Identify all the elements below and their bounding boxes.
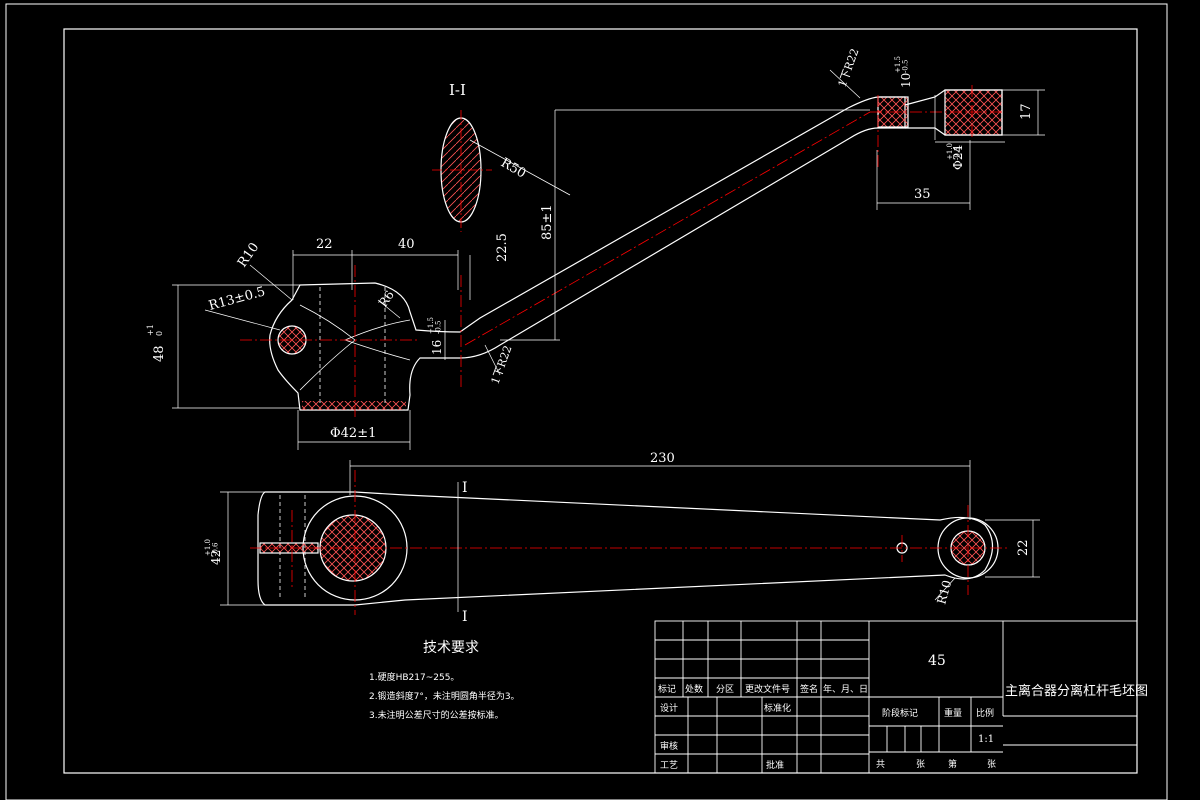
drawing-title: 主离合器分离杠杆毛坯图: [1005, 683, 1148, 699]
dim-phi24-tol: +1.0-0.5: [946, 143, 962, 160]
tb-mark: 标记: [658, 683, 676, 695]
dim-48-tol: +10: [146, 324, 164, 336]
title-block-text: 45 主离合器分离杠杆毛坯图 标记 处数 分区 更改文件号 签名 年、月、日 设…: [658, 653, 1148, 771]
dim-22-5: 22.5: [495, 233, 510, 262]
outer-frame: [5, 3, 1168, 800]
inner-frame: [63, 28, 1138, 774]
dim-22: 22: [316, 237, 333, 252]
title-block: [654, 620, 1138, 774]
tb-design: 设计: [660, 702, 678, 714]
tb-zone: 分区: [716, 684, 734, 695]
tb-weight: 重量: [944, 707, 962, 719]
dim-35: 35: [914, 187, 931, 202]
tb-review: 审核: [660, 740, 678, 752]
dim-phi42: Φ42±1: [330, 426, 376, 441]
dim-r10-top: R10: [235, 240, 262, 270]
front-view: [269, 89, 1003, 411]
tech-requirements: 技术要求 1.硬度HB217~255。 2.锻造斜度7°，未注明圆角半径为3。 …: [369, 640, 520, 721]
tb-approve: 批准: [766, 759, 784, 771]
dim-48: 48: [152, 345, 167, 362]
dim-42-tol: +1.0-0.6: [204, 539, 220, 556]
dim-r13: R13±0.5: [207, 284, 267, 313]
tb-count: 处数: [685, 683, 703, 695]
dim-10-tol: +1.5-0.5: [894, 56, 910, 73]
tb-change-doc: 更改文件号: [745, 683, 790, 695]
dim-16: 16: [430, 340, 444, 355]
plan-view: [257, 491, 999, 606]
section-mark-top: I: [462, 480, 468, 496]
tech-req-title: 技术要求: [423, 640, 479, 656]
tb-date: 年、月、日: [823, 683, 868, 695]
section-title: I-I: [449, 81, 466, 99]
front-centerlines: [240, 85, 1005, 420]
plan-dimensions: [220, 460, 1040, 612]
dim-16-tol: +1.5-0.5: [427, 317, 443, 334]
material: 45: [928, 653, 946, 669]
tb-sign: 签名: [800, 683, 818, 695]
dim-42: 42: [209, 550, 223, 565]
dim-85: 85±1: [540, 204, 555, 240]
tech-req-3: 3.未注明公差尺寸的公差按标准。: [369, 709, 504, 721]
front-dimensions: [172, 69, 1045, 450]
dim-10: 10: [899, 73, 913, 88]
dim-40: 40: [398, 237, 415, 252]
tech-req-2: 2.锻造斜度7°，未注明圆角半径为3。: [369, 690, 520, 702]
dim-r6: R6: [376, 288, 397, 310]
tb-scale-label: 比例: [976, 707, 994, 719]
tb-sheet-w1: 张: [916, 759, 925, 770]
tb-process: 工艺: [660, 760, 678, 771]
plan-centerlines: [250, 470, 1010, 615]
dim-r10-bottom: R10: [934, 579, 954, 606]
tb-standard: 标准化: [764, 702, 791, 714]
dim-22-right: 22: [1016, 539, 1031, 556]
dim-r50: R50: [498, 155, 528, 181]
dim-17: 17: [1019, 103, 1034, 120]
dim-phi24: Φ24: [951, 145, 965, 170]
section-mark-bottom: I: [462, 609, 468, 625]
tb-scale-value: 1:1: [978, 734, 994, 745]
dim-230: 230: [650, 451, 675, 466]
tb-sheet-no: 第: [948, 758, 957, 770]
tb-stage: 阶段标记: [882, 707, 918, 719]
dim-r22-upper: 1下R22: [836, 47, 862, 89]
tb-sheet-w2: 张: [987, 759, 996, 770]
tb-total: 共: [876, 759, 885, 770]
tech-req-1: 1.硬度HB217~255。: [369, 671, 459, 683]
